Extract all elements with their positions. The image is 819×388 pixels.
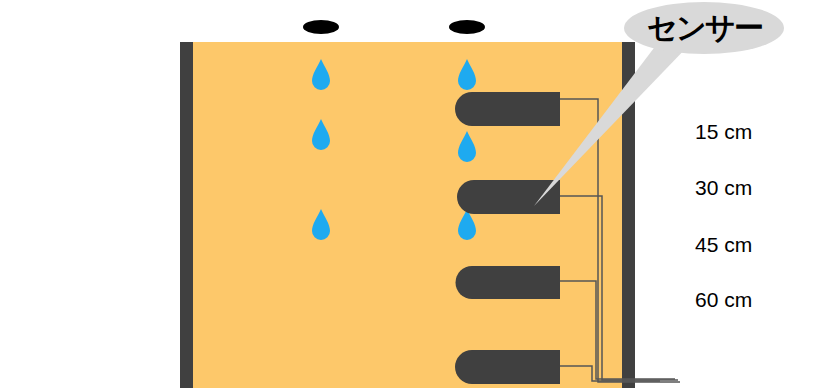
depth-label: 15 cm	[695, 120, 752, 144]
water-drop	[312, 119, 330, 150]
container-wall	[180, 42, 193, 388]
dripper	[449, 20, 485, 34]
water-drop	[458, 59, 476, 90]
sensor-wires	[560, 99, 680, 382]
depth-label: 45 cm	[695, 233, 752, 257]
water-drop	[312, 209, 330, 240]
callout-bubble: センサー	[624, 2, 784, 54]
soil	[180, 42, 635, 388]
callout-pointer	[534, 40, 690, 206]
depth-label: 60 cm	[695, 288, 752, 312]
dripper	[303, 20, 339, 34]
moisture-sensor	[455, 92, 560, 384]
water-drop	[458, 131, 476, 162]
depth-label: 30 cm	[695, 176, 752, 200]
water-drop	[312, 59, 330, 90]
callout-text: センサー	[647, 8, 762, 49]
